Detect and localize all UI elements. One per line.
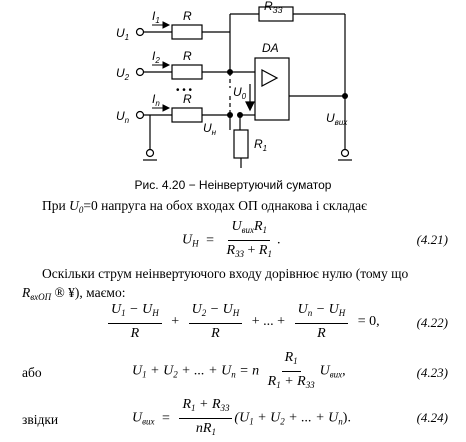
da-label: DA <box>262 41 279 55</box>
u0-label: U0 <box>233 85 247 101</box>
resistor-r1-ground <box>233 129 249 159</box>
r-label-n: R <box>183 92 192 106</box>
uout-label: Uвих <box>326 111 348 127</box>
current-in-label: In <box>152 92 160 108</box>
equation-number-4-21: (4.21) <box>416 232 448 247</box>
resistor-r2-input <box>171 64 203 80</box>
word-abo: або <box>22 365 42 380</box>
input-un-label: Un <box>116 109 130 125</box>
paragraph-1: При U0=0 напруга на обох входах ОП однак… <box>42 198 367 215</box>
equation-number-4-24: (4.24) <box>416 410 448 425</box>
equation-4-21: UН = UвихR1 RЗЗ + R1 . <box>182 219 281 259</box>
paragraph-2-line-1: Оскільки струм неінвертуючого входу дорі… <box>42 266 409 281</box>
r1-ground-label: R1 <box>254 137 267 153</box>
equation-number-4-22: (4.22) <box>416 315 448 330</box>
r33-label: RЗЗ <box>264 0 283 15</box>
resistor-r1-input <box>171 24 203 40</box>
figure-caption: Рис. 4.20 − Неінвертуючий суматор <box>134 178 332 192</box>
current-i2-label: I2 <box>152 49 160 65</box>
input-u1-label: U1 <box>116 26 129 42</box>
equation-4-23: U1 + U2 + ... + Un = n R1 R1 + RЗЗ Uвих, <box>132 350 346 390</box>
ellipsis-dots: • • • <box>176 85 193 96</box>
input-u2-label: U2 <box>116 66 130 82</box>
equation-number-4-23: (4.23) <box>416 365 448 380</box>
resistor-rn-input <box>171 107 203 123</box>
equation-4-22: U1 − UН R + U2 − UН R + ... + Un − UН R … <box>106 301 384 342</box>
paragraph-2-line-2: RвхОП ® ¥), маємо: <box>22 285 126 302</box>
equation-4-24: Uвих = R1 + RЗЗ nR1 (U1 + U2 + ... + Un)… <box>132 397 351 437</box>
r-label-1: R <box>183 9 192 23</box>
r-label-2: R <box>183 49 192 63</box>
current-i1-label: I1 <box>152 9 160 25</box>
circuit-diagram: R R R RЗЗ DA R1 U0 Uн Uвих I1 I2 In U1 U… <box>116 0 352 168</box>
un-node-label: Uн <box>203 121 217 137</box>
word-zvidky: звідки <box>22 412 59 427</box>
opamp-da <box>254 57 290 121</box>
